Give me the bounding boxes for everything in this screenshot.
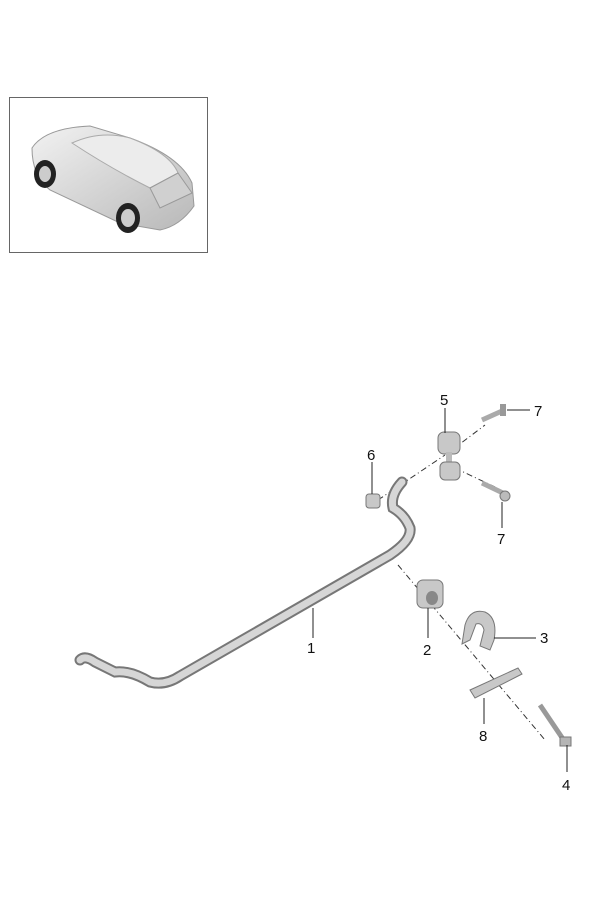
bracket[interactable] <box>469 667 523 699</box>
callout-2[interactable]: 2 <box>423 642 431 659</box>
callout-5[interactable]: 5 <box>440 392 448 409</box>
car-illustration <box>31 125 195 233</box>
vehicle-thumbnail[interactable] <box>9 97 208 253</box>
callout-4[interactable]: 4 <box>562 777 570 794</box>
nut[interactable] <box>365 493 381 509</box>
callout-7-lower[interactable]: 7 <box>497 531 505 548</box>
clamp[interactable] <box>461 610 496 651</box>
assembly-lines <box>377 424 546 741</box>
leader-lines <box>312 408 568 772</box>
bushing[interactable] <box>416 579 444 609</box>
callout-6[interactable]: 6 <box>367 447 375 464</box>
bolt-upper[interactable] <box>480 404 506 423</box>
bolt-lower[interactable] <box>480 480 511 502</box>
bolt[interactable] <box>537 703 572 747</box>
coupling-link[interactable] <box>437 431 461 481</box>
callout-3[interactable]: 3 <box>540 630 548 647</box>
stabilizer-bar[interactable] <box>74 476 416 689</box>
callout-7-upper[interactable]: 7 <box>534 403 542 420</box>
callout-8[interactable]: 8 <box>479 728 487 745</box>
callout-1[interactable]: 1 <box>307 640 315 657</box>
